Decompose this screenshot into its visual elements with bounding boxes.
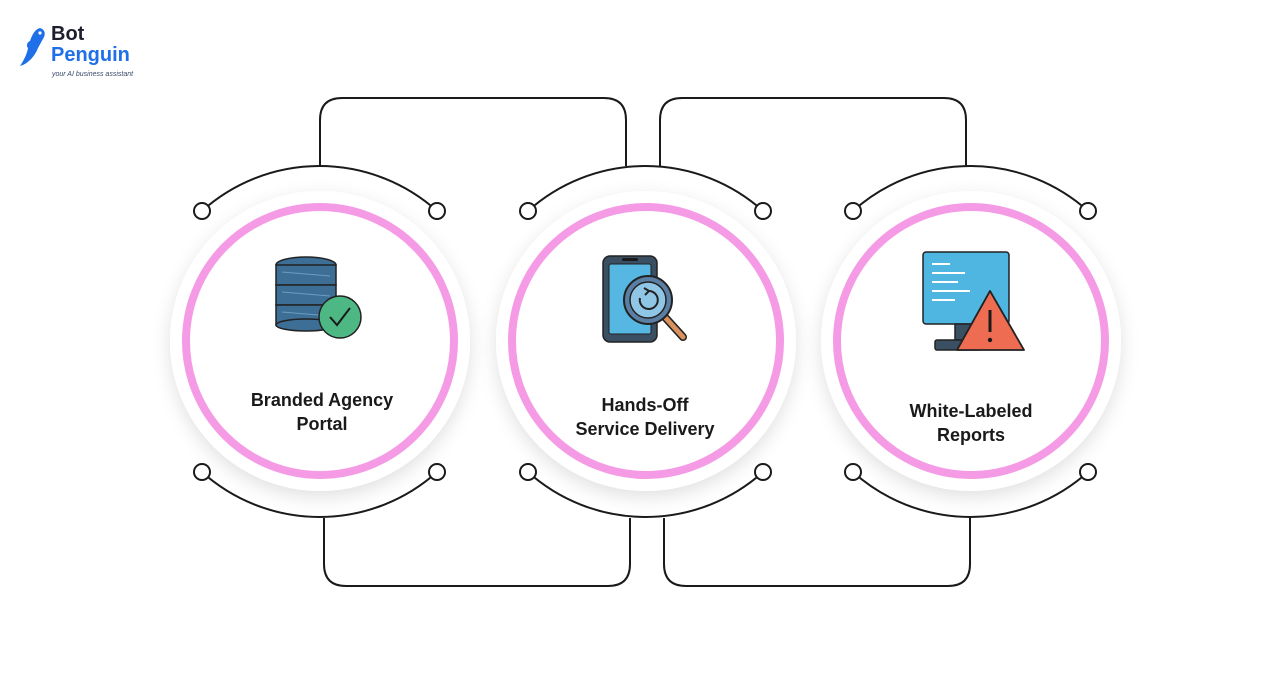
label-line: Portal [296, 414, 348, 434]
top-connector-2 [659, 97, 967, 166]
logo-tagline: your AI business assistant [52, 71, 134, 78]
label-line: Hands-Off [601, 395, 689, 415]
label-branded-agency-portal: Branded Agency Portal [222, 388, 422, 436]
label-line: Service Delivery [575, 419, 715, 439]
label-line: Branded Agency [250, 390, 394, 410]
logo-text-penguin: Penguin [51, 44, 130, 66]
logo-text-bot: Bot [51, 23, 85, 45]
botpenguin-logo[interactable]: Bot Penguin your AI business assistant [18, 24, 148, 84]
label-line: Reports [936, 425, 1005, 445]
node-branded-agency-portal [170, 165, 470, 518]
label-white-labeled-reports: White-Labeled Reports [871, 399, 1071, 447]
node-white-labeled-reports [821, 165, 1121, 518]
label-line: White-Labeled [909, 401, 1033, 421]
penguin-icon [20, 28, 45, 66]
bottom-connector-1 [323, 518, 631, 587]
database-check-icon [275, 256, 362, 339]
node-hands-off-service-delivery [496, 165, 796, 518]
top-connector-1 [319, 97, 627, 166]
label-hands-off-service-delivery: Hands-Off Service Delivery [545, 393, 745, 441]
monitor-warning-icon [922, 251, 1025, 351]
phone-magnifier-icon [602, 255, 687, 343]
bottom-connector-2 [663, 518, 971, 587]
